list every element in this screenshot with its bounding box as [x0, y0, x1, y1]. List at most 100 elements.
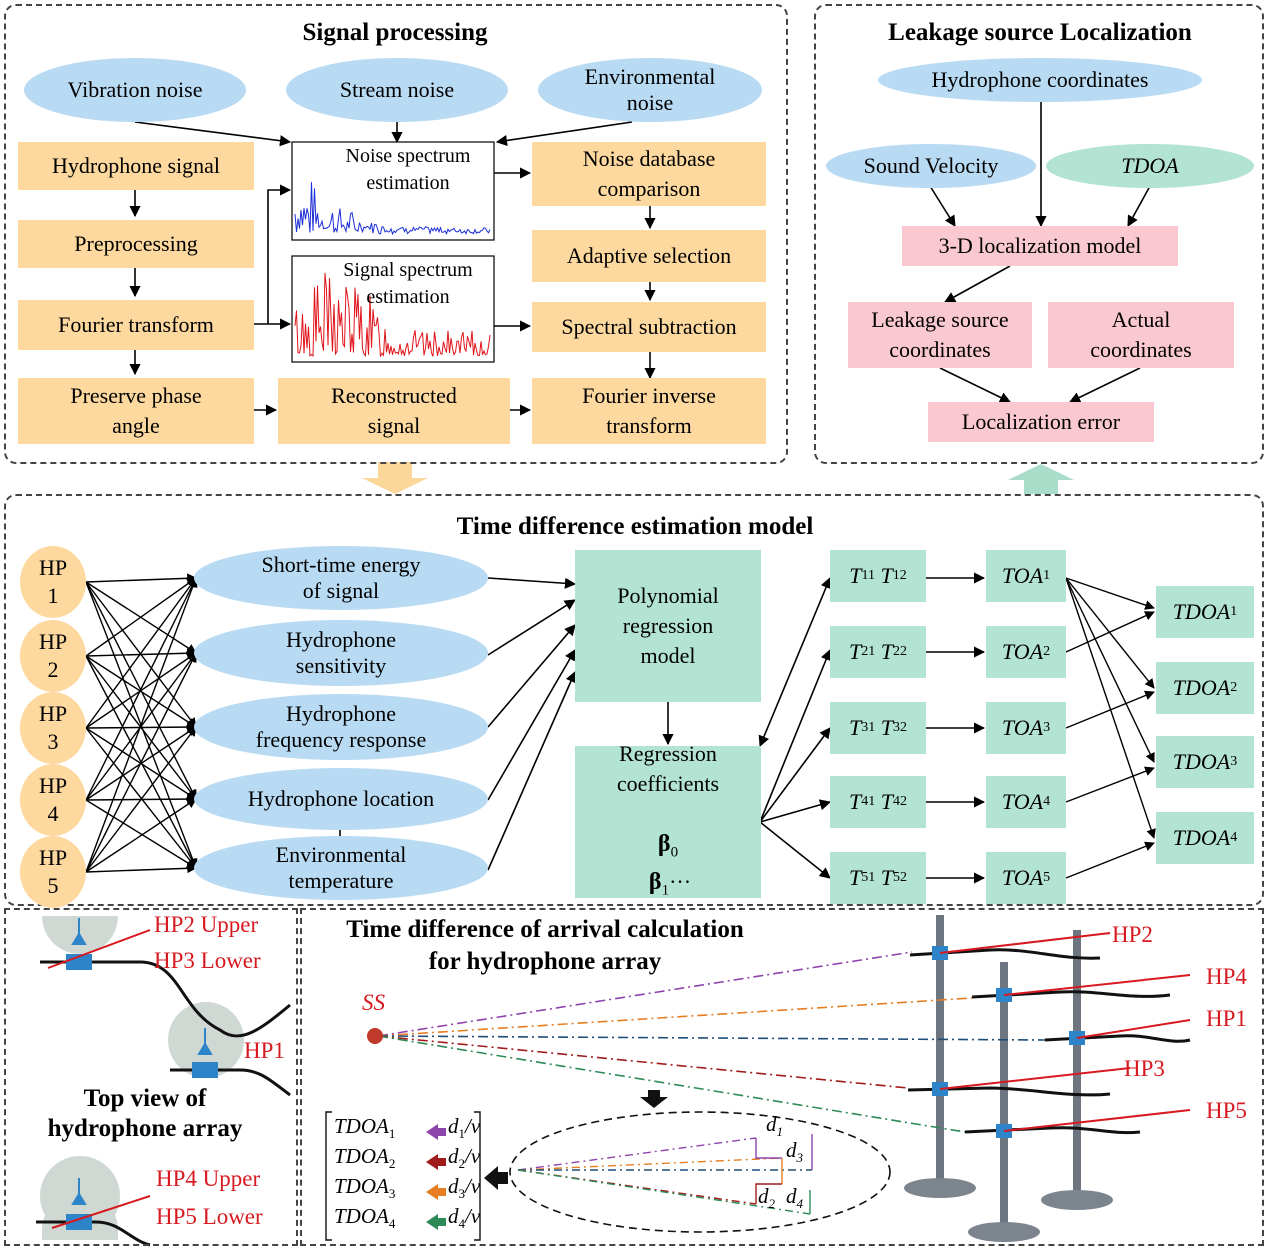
- top-view-panel: [4, 908, 298, 1246]
- hp3-lower-label: HP3 Lower: [154, 948, 261, 973]
- hp4-upper-label: HP4 Upper: [156, 1166, 261, 1191]
- regression-coefficients-box: Regression coefficients β0 β1···: [575, 741, 761, 898]
- tdoa-formula-4-right: d4/v: [448, 1204, 481, 1232]
- hydrophone-signal-box: Hydrophone signal: [18, 142, 254, 190]
- environmental-noise-ellipse: Environmental noise: [538, 58, 762, 122]
- fourier-inverse-box: Fourier inverse transform: [532, 378, 766, 444]
- ss-label: SS: [362, 990, 385, 1015]
- tdoa-formula-2-right: d2/v: [448, 1144, 481, 1172]
- spectral-subtraction-box: Spectral subtraction: [532, 302, 766, 352]
- tdoa-formula-2-left: TDOA2: [334, 1144, 396, 1172]
- hp1-label: HP1: [244, 1038, 285, 1063]
- vibration-noise-ellipse: Vibration noise: [24, 58, 246, 122]
- tdoa-formula-1-right: d1/v: [448, 1114, 481, 1142]
- hp2-to-feature2-arrow: [85, 648, 197, 659]
- hp5-lower-label: HP5 Lower: [156, 1204, 263, 1229]
- fourier-transform-box: Fourier transform: [18, 300, 254, 350]
- hp4-node: HP 4: [20, 764, 86, 836]
- d2-label: d2: [758, 1184, 775, 1212]
- hp4-to-feature1-arrow: [85, 577, 197, 801]
- top-view-illustration: [36, 916, 291, 1247]
- stream-noise-ellipse: Stream noise: [286, 58, 508, 122]
- feature-frequency-response: Hydrophone frequency response: [194, 694, 488, 760]
- preserve-phase-box: Preserve phase angle: [18, 378, 254, 444]
- hp5-node: HP 5: [20, 836, 86, 908]
- hp2-to-feature3-arrow: [85, 655, 197, 728]
- hp3-to-feature1-arrow: [85, 577, 197, 729]
- array-hp4-label: HP4: [1206, 964, 1247, 989]
- hp5-to-feature3-arrow: [85, 726, 197, 873]
- top-view-title: Top view of hydrophone array: [47, 1085, 243, 1142]
- localization-model-box: 3-D localization model: [902, 226, 1178, 266]
- signal-spectrum-label: Signal spectrum estimation: [343, 259, 473, 308]
- sound-velocity-ellipse: Sound Velocity: [826, 144, 1036, 188]
- hp2-node: HP 2: [20, 620, 86, 692]
- tdoa-formula-4-left: TDOA4: [334, 1204, 396, 1232]
- hp5-to-feature4-arrow: [85, 798, 197, 873]
- localization-error-box: Localization error: [928, 402, 1154, 442]
- d4-label: d4: [786, 1184, 803, 1212]
- signal-processing-panel: [4, 4, 788, 464]
- array-illustration: [325, 915, 1191, 1242]
- d3-label: d3: [786, 1138, 803, 1166]
- hp5-to-feature2-arrow: [85, 652, 197, 873]
- polynomial-regression-box: Polynomial regression model: [575, 550, 761, 702]
- leakage-coordinates-box: Leakage source coordinates: [848, 302, 1032, 368]
- localization-panel: [814, 4, 1264, 464]
- tdoa-ellipse: TDOA: [1046, 144, 1254, 188]
- tdoa-formula-1-left: TDOA1: [334, 1114, 396, 1142]
- regression-coefficients-label: Regression coefficients: [616, 740, 720, 796]
- noise-spectrum-trace: [294, 182, 491, 236]
- hydrophone-coordinates-ellipse: Hydrophone coordinates: [878, 58, 1202, 102]
- hp4-to-feature5-arrow: [85, 799, 197, 869]
- hp2-upper-label: HP2 Upper: [154, 912, 259, 937]
- array-hp5-label: HP5: [1206, 1098, 1247, 1123]
- signal-processing-title: Signal processing: [302, 19, 488, 46]
- signal-spectrum-trace: [294, 272, 491, 358]
- hp3-to-feature5-arrow: [85, 727, 197, 869]
- hp2-to-feature1-arrow: [85, 577, 197, 657]
- noise-spectrum-plot-frame: [291, 141, 495, 241]
- array-hp1-label: HP1: [1206, 1006, 1247, 1031]
- tde-model-title: Time difference estimation model: [456, 513, 814, 540]
- beta-line: β0 β1···: [648, 830, 692, 899]
- feature-hydrophone-location: Hydrophone location: [194, 768, 488, 830]
- hp5-to-feature5-arrow: [85, 863, 197, 874]
- hp5-to-feature1-arrow: [85, 577, 198, 873]
- block-arrow-up: [1008, 464, 1074, 494]
- tdoa-calc-title: Time difference of arrival calculation f…: [346, 916, 744, 975]
- preprocessing-box: Preprocessing: [18, 220, 254, 268]
- noise-spectrum-label: Noise spectrum estimation: [345, 145, 471, 194]
- tdoa-formula-3-left: TDOA3: [334, 1174, 396, 1202]
- feature-hydrophone-sensitivity: Hydrophone sensitivity: [194, 620, 488, 686]
- actual-coordinates-box: Actual coordinates: [1048, 302, 1234, 368]
- reconstructed-signal-box: Reconstructed signal: [278, 378, 510, 444]
- hp1-node: HP 1: [20, 546, 86, 618]
- adaptive-selection-box: Adaptive selection: [532, 230, 766, 282]
- feature-short-time-energy: Short-time energy of signal: [194, 546, 488, 610]
- tde-model-panel: [4, 494, 1264, 906]
- array-hp2-label: HP2: [1112, 922, 1153, 947]
- array-hp3-label: HP3: [1124, 1056, 1165, 1081]
- tdoa-formula-3-right: d3/v: [448, 1174, 481, 1202]
- noise-database-box: Noise database comparison: [532, 142, 766, 206]
- hp3-node: HP 3: [20, 692, 86, 764]
- tdoa-calc-panel: [300, 908, 1264, 1246]
- block-arrow-down: [362, 462, 428, 494]
- d1-label: d1: [766, 1112, 783, 1140]
